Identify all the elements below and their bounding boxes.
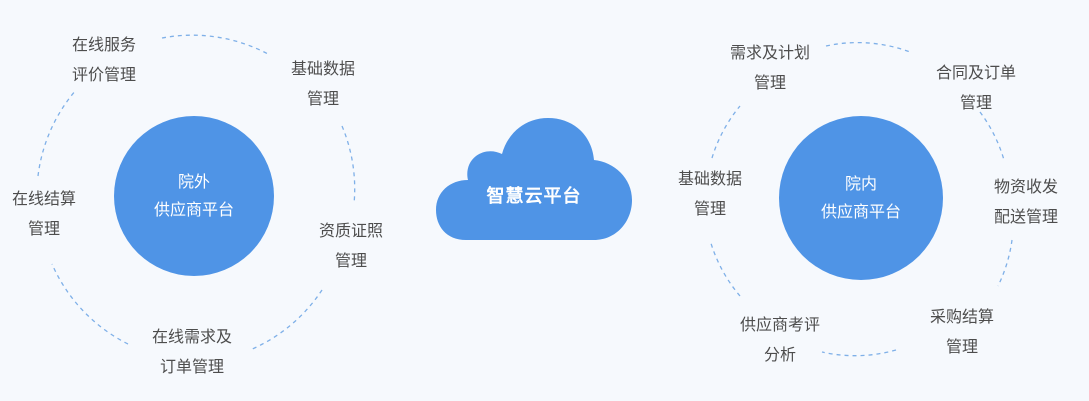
outside-supplier-platform-hub: 院外 供应商平台: [114, 116, 274, 276]
node-supplier-evaluation: 供应商考评 分析: [739, 315, 821, 364]
inside-supplier-platform-hub: 院内 供应商平台: [779, 116, 943, 280]
left-ring-arc-left: [37, 89, 77, 177]
node-demand-plan: 需求及计划 管理: [729, 43, 811, 92]
right-ring-arc-upper-left: [711, 105, 741, 159]
node-purchase-settlement: 采购结算 管理: [929, 307, 995, 356]
hub-left-line2: 供应商平台: [153, 200, 234, 219]
node-left-base-data: 基础数据 管理: [290, 59, 356, 108]
right-ring-arc-bottom: [821, 349, 897, 357]
node-online-settlement: 在线结算 管理: [11, 189, 77, 238]
right-ring-arc-right: [997, 239, 1013, 287]
node-right-base-data: 基础数据 管理: [677, 169, 743, 218]
hub-left-line1: 院外: [177, 172, 210, 191]
cloud-icon: [436, 118, 632, 240]
hub-right-line2: 供应商平台: [820, 202, 901, 221]
node-online-service-evaluation: 在线服务 评价管理: [71, 35, 137, 84]
smart-cloud-platform-label: 智慧云平台: [486, 186, 582, 207]
left-ring-arc-right-upper: [341, 125, 356, 205]
right-ring-arc-lower-left: [709, 239, 741, 297]
node-online-demand-order: 在线需求及 订单管理: [151, 327, 233, 376]
right-ring-arc-top: [825, 41, 911, 53]
node-qualification-certificates: 资质证照 管理: [318, 221, 384, 270]
right-ring-arc-upper-right: [979, 111, 1005, 161]
node-material-delivery: 物资收发 配送管理: [993, 177, 1059, 226]
hub-right-line1: 院内: [844, 174, 877, 193]
left-ring-arc-bottom-left: [51, 263, 129, 345]
left-ring-arc-top: [161, 34, 269, 55]
left-ring-arc-right-lower: [249, 289, 323, 351]
node-contract-order: 合同及订单 管理: [935, 63, 1017, 112]
